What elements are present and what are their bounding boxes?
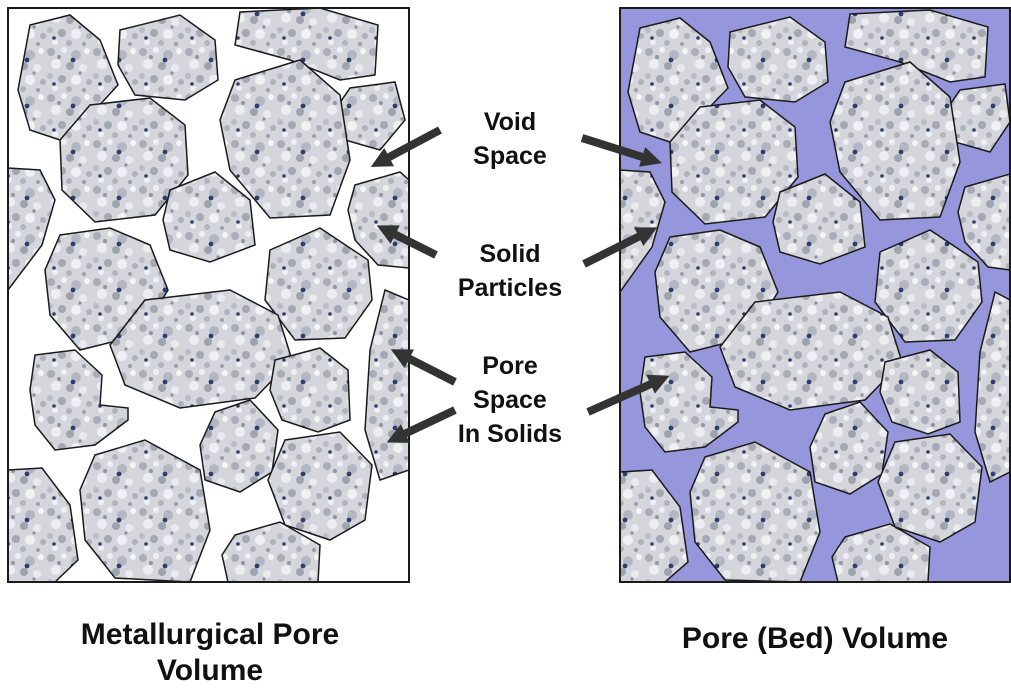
void-space-label-line-2: Space	[460, 139, 560, 173]
solid-particles-label: Solid Particles	[450, 237, 570, 305]
solid-particles-label-line-1: Solid	[450, 237, 570, 271]
left-caption-line-1: Metallurgical Pore	[40, 617, 380, 653]
pore-space-in-solids-label: Pore Space In Solids	[450, 349, 570, 451]
right-caption-text: Pore (Bed) Volume	[630, 621, 1000, 657]
right-panel	[620, 8, 1010, 582]
pore-space-label-line-1: Pore	[450, 349, 570, 383]
left-panel	[8, 8, 409, 582]
left-caption: Metallurgical Pore Volume	[40, 617, 380, 689]
void-space-label: Void Space	[460, 105, 560, 173]
right-caption: Pore (Bed) Volume	[630, 621, 1000, 657]
pore-space-label-line-3: In Solids	[450, 417, 570, 451]
left-caption-line-2: Volume	[40, 653, 380, 689]
void-space-label-line-1: Void	[460, 105, 560, 139]
pore-space-label-line-2: Space	[450, 383, 570, 417]
solid-particles-label-line-2: Particles	[450, 271, 570, 305]
